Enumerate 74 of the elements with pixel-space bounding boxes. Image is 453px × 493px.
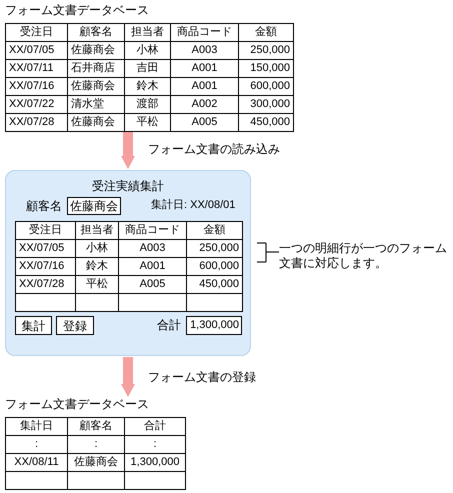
header-cell: 受注日 [16, 222, 76, 240]
edge-label: フォーム文書の登録 [148, 371, 256, 383]
table-cell: 佐藤商会 [68, 42, 124, 60]
table-cell: 250,000 [186, 240, 242, 258]
table-cell: 小林 [124, 42, 170, 60]
table-cell: XX/07/16 [6, 78, 68, 96]
arrow [121, 357, 135, 397]
table-cell: : [124, 436, 186, 454]
table-cell: 清水堂 [68, 96, 124, 114]
header-cell: 金額 [238, 24, 294, 42]
summary-button: 集計 [15, 316, 52, 335]
table-cell: A003 [170, 42, 238, 60]
leader-line [256, 242, 280, 262]
database-table [5, 4, 294, 131]
header-cell: 集計日 [6, 418, 68, 436]
table-cell: 450,000 [238, 114, 294, 132]
total-field: 1,300,000 [186, 316, 242, 335]
arrow [121, 132, 135, 169]
table-cell: 渡部 [124, 96, 170, 114]
table-cell: 450,000 [186, 276, 242, 294]
table-cell: 佐藤商会 [68, 78, 124, 96]
table-cell: XX/07/28 [6, 114, 68, 132]
input-field: 佐藤商会 [67, 197, 121, 215]
table-cell: : [68, 436, 124, 454]
table-cell: 600,000 [238, 78, 294, 96]
form-panel [5, 170, 251, 356]
table-cell: 250,000 [238, 42, 294, 60]
header-cell: 顧客名 [68, 418, 124, 436]
header-cell: 担当者 [124, 24, 170, 42]
table-cell: XX/07/05 [16, 240, 76, 258]
table-cell: A001 [170, 60, 238, 78]
table-cell: 佐藤商会 [68, 114, 124, 132]
table-cell: 石井商店 [68, 60, 124, 78]
table-cell: 吉田 [124, 60, 170, 78]
table-cell: A005 [118, 276, 186, 294]
table-cell: A005 [170, 114, 238, 132]
summary-date: 集計日: XX/08/01 [151, 200, 236, 211]
table-title: フォーム文書データベース [5, 4, 150, 19]
total-label: 合計 [157, 319, 181, 331]
table-cell: XX/07/28 [16, 276, 76, 294]
header-cell: 商品コード [170, 24, 238, 42]
table-cell: 鈴木 [76, 258, 118, 276]
header-cell: 顧客名 [68, 24, 124, 42]
header-cell: 商品コード [118, 222, 186, 240]
header-cell: 合計 [124, 418, 186, 436]
table-cell: A001 [118, 258, 186, 276]
table-title: フォーム文書データベース [5, 398, 150, 413]
table-cell: 600,000 [186, 258, 242, 276]
table-cell: 平松 [124, 114, 170, 132]
table-cell: A002 [170, 96, 238, 114]
table-cell: XX/07/16 [16, 258, 76, 276]
table-cell: 300,000 [238, 96, 294, 114]
table-cell: 平松 [76, 276, 118, 294]
table-cell: A001 [170, 78, 238, 96]
header-cell: 担当者 [76, 222, 118, 240]
edge-label: フォーム文書の読み込み [148, 143, 280, 155]
table-cell: : [6, 436, 68, 454]
table-cell: 150,000 [238, 60, 294, 78]
database-table [5, 398, 186, 489]
table-cell: 佐藤商会 [68, 454, 124, 472]
form-title: 受注実績集計 [91, 180, 165, 192]
table-cell: XX/07/11 [6, 60, 68, 78]
table-cell: XX/07/22 [6, 96, 68, 114]
table-cell: A003 [118, 240, 186, 258]
header-cell: 金額 [186, 222, 242, 240]
table-cell: 鈴木 [124, 78, 170, 96]
table-cell: 小林 [76, 240, 118, 258]
table-cell: 1,300,000 [124, 454, 186, 472]
table-cell: XX/07/05 [6, 42, 68, 60]
header-cell: 受注日 [6, 24, 68, 42]
table-cell: XX/08/11 [6, 454, 68, 472]
field-label: 顧客名 [26, 200, 62, 212]
register-button: 登録 [56, 316, 94, 335]
note-text: 一つの明細行が一つのフォーム文書に対応します。 [279, 241, 451, 273]
